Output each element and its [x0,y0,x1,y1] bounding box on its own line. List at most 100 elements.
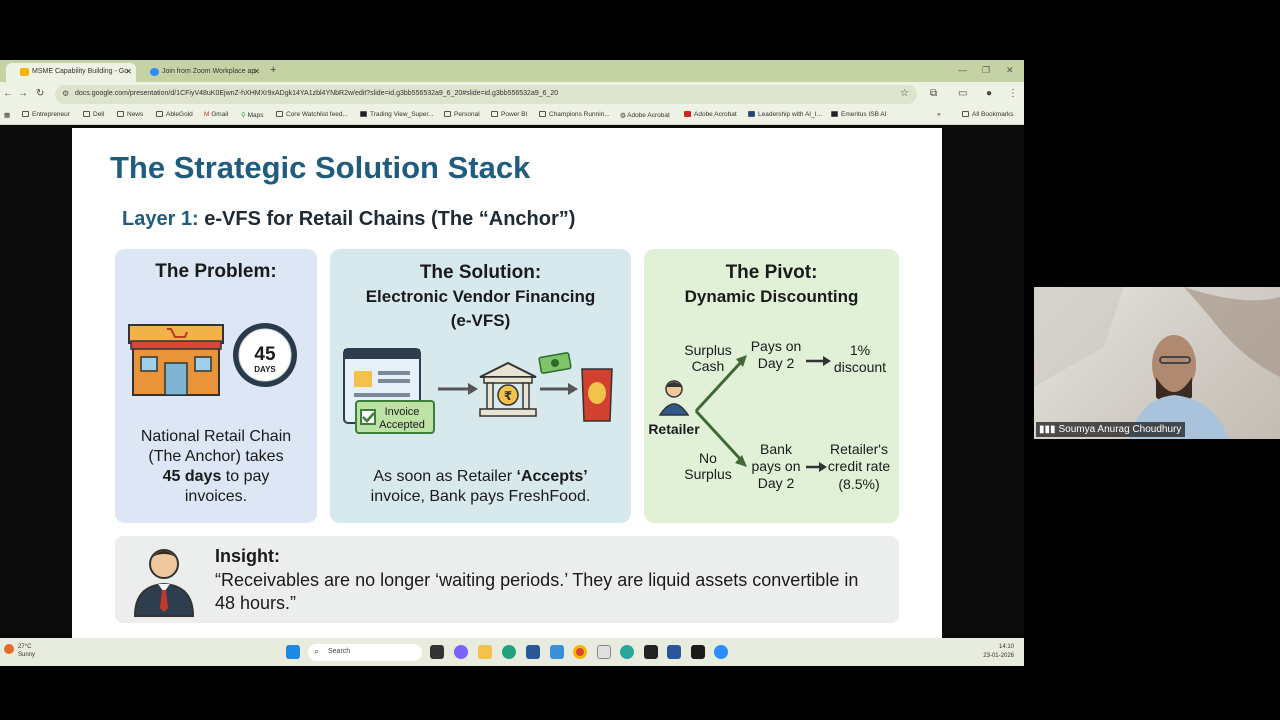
invoice-accepted-badge: Invoice Accepted [355,400,435,434]
bookmark-adobe-2[interactable]: Adobe Acrobat [684,111,737,118]
tab-zoom[interactable]: Join from Zoom Workplace ap ✕ [136,63,264,82]
bookmark-star-icon[interactable]: ☆ [900,88,909,99]
close-tab-icon[interactable]: ✕ [253,67,260,76]
page-icon [276,111,283,117]
browser-tab-bar: MSME Capability Building - Go ✕ Join fro… [0,60,1024,82]
layer-description: e-VFS for Retail Chains (The “Anchor”) [198,208,576,230]
snipping-tool-icon[interactable] [597,645,611,659]
reload-icon[interactable]: ↻ [36,88,45,99]
retailer-person-icon [658,380,690,416]
profile-icon[interactable]: ● [986,88,993,99]
close-tab-icon[interactable]: ✕ [125,67,132,76]
layer-label: Layer 1: [122,208,199,230]
surplus-line1: Surplus [684,342,731,358]
taskbar-search[interactable]: ⌕ Search [308,644,422,661]
bookmark-entrepreneur[interactable]: Entrepreneur [22,111,70,118]
clock-number: 45 [254,344,276,365]
insight-box: Insight: “Receivables are no longer ‘wai… [115,536,899,623]
participant-video[interactable]: ▮▮▮Soumya Anurag Choudhury [1034,287,1280,439]
problem-card: The Problem: 45 D [115,249,317,523]
system-clock[interactable]: 14:10 23-01-2026 [983,644,1014,659]
sidepanel-icon[interactable]: ▭ [958,88,968,99]
bookmark-ablegold[interactable]: AbleGold [156,111,193,118]
bookmark-core-watchlist[interactable]: Core Watchlist feed... [276,111,348,118]
bookmark-dell[interactable]: Dell [83,111,104,118]
taskbar: 27°C Sunny ⌕ Search 14:10 23-01-2026 [0,638,1024,666]
evfs-flow-illustration: Invoice Accepted ₹ [343,348,613,434]
nosurplus-line1: No [699,450,717,466]
bookmark-all[interactable]: All Bookmarks [962,111,1014,118]
insight-label: Insight: [215,546,280,566]
tab-msme-capability[interactable]: MSME Capability Building - Go ✕ [6,63,136,82]
clock-unit: DAYS [254,365,276,374]
forward-icon[interactable]: → [18,88,28,99]
app-icon[interactable] [620,645,634,659]
problem-text: National Retail Chain (The Anchor) takes… [140,428,292,505]
branch-arrows [694,355,747,467]
solution-title: The Solution: Electronic Vendor Financin… [365,262,596,330]
folder-icon [117,111,124,117]
bookmark-gmail[interactable]: M Gmail [204,111,229,118]
notepad-icon[interactable] [644,645,658,659]
store-icon [128,324,224,396]
solution-text: As soon as Retailer ‘Accepts’ invoice, B… [370,468,591,505]
zoom-app-icon[interactable] [714,645,728,659]
presentation-area: The Strategic Solution Stack Layer 1: e-… [0,125,1024,638]
file-explorer-icon[interactable] [478,645,492,659]
bookmark-adobe-1[interactable]: ◍ Adobe Acrobat [620,112,670,119]
folder-icon [444,111,451,117]
task-view-icon[interactable] [430,645,444,659]
discount-line2: discount [834,359,886,375]
bookmark-leadership[interactable]: Leadership with AI_I... [748,111,822,118]
browser-toolbar: ← → ↻ ⚙ docs.google.com/presentation/d/1… [0,82,1024,107]
close-window-icon[interactable]: ✕ [1006,65,1014,75]
pivot-title: The Pivot: Dynamic Discounting [684,262,859,306]
url-text: docs.google.com/presentation/d/1CFiyV48u… [75,90,559,97]
bank-icon: ₹ [479,361,537,417]
problem-title: The Problem: [155,261,277,282]
apps-icon[interactable]: ▦ [4,112,11,119]
folder-icon [83,111,90,117]
credit-line3: (8.5%) [838,476,879,492]
back-icon[interactable]: ← [3,88,13,99]
bookmark-news[interactable]: News [117,111,143,118]
pivot-card: The Pivot: Dynamic Discounting Retailer [644,249,899,523]
bookmark-emeritus[interactable]: Emeritus ISB AI [831,111,887,118]
bank-line3: Day 2 [758,475,795,491]
site-info-icon[interactable]: ⚙ [62,89,70,98]
extensions-icon[interactable]: ⧉ [930,88,938,99]
start-icon[interactable] [286,645,300,659]
surplus-line2: Cash [692,358,725,374]
businessman-icon [133,549,195,617]
bookmark-maps[interactable]: ⚲ Maps [241,112,264,119]
chrome-icon[interactable] [573,645,587,659]
bookmarks-bar: ▦ Entrepreneur Dell News AbleGold M Gmai… [0,107,1024,125]
copilot-icon[interactable] [454,645,468,659]
minimize-icon[interactable]: — [958,65,967,75]
maps-pin-icon: ⚲ [241,112,248,119]
arrow-icon [438,383,478,395]
search-icon: ⌕ [314,646,320,656]
folder-icon [491,111,498,117]
signal-strength-icon: ▮▮▮ [1039,424,1056,435]
bookmark-personal[interactable]: Personal [444,111,480,118]
edge-icon[interactable] [502,645,516,659]
credit-line1: Retailer's [830,441,888,457]
menu-icon[interactable]: ⋮ [1008,88,1018,99]
new-tab-icon[interactable]: + [270,64,277,76]
terminal-icon[interactable] [691,645,705,659]
maximize-icon[interactable]: ❐ [982,65,991,75]
word-icon[interactable] [667,645,681,659]
credit-line2: credit rate [828,458,890,474]
bookmark-power-bi[interactable]: Power BI [491,111,527,118]
folder-icon [156,111,163,117]
desktop-screen: MSME Capability Building - Go ✕ Join fro… [0,60,1024,666]
clock-icon: 45 DAYS [233,323,297,387]
weather-widget[interactable]: 27°C Sunny [4,643,35,659]
store-icon[interactable] [526,645,540,659]
bookmark-tradingview[interactable]: Trading View_Super... [360,111,434,118]
more-bookmarks-icon[interactable]: » [937,111,941,118]
teams-icon[interactable] [550,645,564,659]
bookmark-champions[interactable]: Champions Runnin... [539,111,610,118]
address-bar[interactable]: ⚙ docs.google.com/presentation/d/1CFiyV4… [55,85,917,104]
